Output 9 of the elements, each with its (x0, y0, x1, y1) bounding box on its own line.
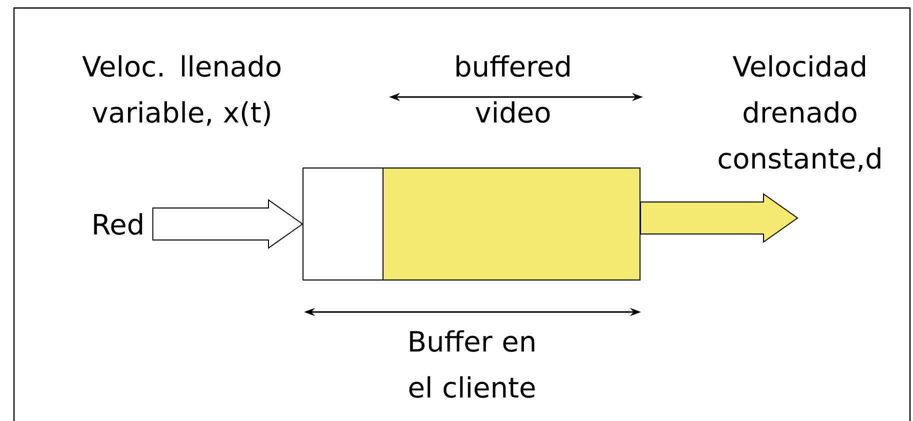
buffered-section (382, 168, 640, 280)
block-arrow (640, 193, 798, 243)
node-text: Red (94, 213, 142, 235)
buffer-empty-section (302, 168, 384, 280)
label-text: Velocidad drenado constante,d (718, 55, 880, 172)
label-text: buffered video (456, 55, 570, 123)
label-text: Buffer en el cliente (409, 330, 535, 398)
block-arrow (152, 199, 304, 249)
label-text: Veloc. llenado variable, x(t) (82, 55, 280, 126)
